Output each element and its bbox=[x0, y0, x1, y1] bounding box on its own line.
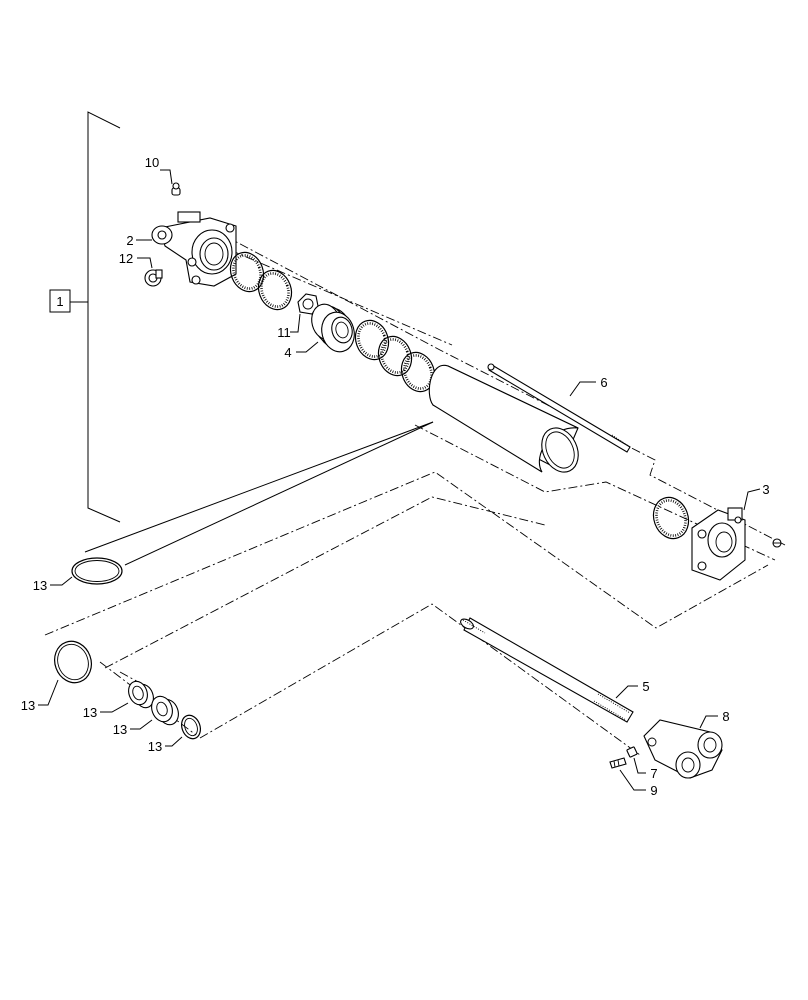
seal-ring-a[interactable] bbox=[225, 248, 269, 297]
leader-11 bbox=[290, 313, 301, 333]
leader-13d bbox=[130, 719, 153, 730]
callout-box-1[interactable]: 1 bbox=[49, 289, 71, 313]
small-screw-3[interactable] bbox=[772, 538, 782, 548]
label-13a: 13 bbox=[33, 578, 47, 593]
bushing-13-a[interactable] bbox=[125, 679, 156, 711]
seal-ring-b[interactable] bbox=[253, 266, 297, 315]
o-ring-13[interactable] bbox=[71, 557, 123, 585]
leader-13c bbox=[100, 702, 129, 713]
callout-label-1: 1 bbox=[56, 294, 63, 309]
leader-8 bbox=[699, 715, 718, 729]
assembly-bracket bbox=[70, 111, 121, 523]
leader-oring-down bbox=[124, 421, 434, 566]
label-7: 7 bbox=[650, 766, 657, 781]
leader-13e bbox=[165, 736, 183, 747]
cylinder-head-3[interactable] bbox=[691, 507, 746, 581]
bushing-13-b[interactable] bbox=[148, 693, 182, 727]
label-12: 12 bbox=[119, 251, 133, 266]
leader-13b bbox=[38, 679, 59, 706]
leader-3 bbox=[743, 488, 761, 511]
leader-oring-up bbox=[84, 421, 434, 553]
snap-ring-13[interactable] bbox=[49, 636, 97, 688]
cylinder-head-2[interactable] bbox=[151, 211, 237, 287]
leader-7 bbox=[633, 757, 646, 774]
leader-6 bbox=[569, 381, 596, 397]
piston-4[interactable] bbox=[308, 301, 359, 355]
wiper-ring-13[interactable] bbox=[178, 713, 203, 742]
label-13d: 13 bbox=[113, 722, 127, 737]
tie-rod-6[interactable] bbox=[487, 363, 631, 453]
seal-ring-c[interactable] bbox=[350, 316, 394, 365]
label-9: 9 bbox=[650, 783, 657, 798]
label-13c: 13 bbox=[83, 705, 97, 720]
label-6: 6 bbox=[600, 375, 607, 390]
seal-ring-e[interactable] bbox=[396, 348, 440, 397]
centerlines bbox=[44, 211, 786, 756]
label-10: 10 bbox=[145, 155, 159, 170]
leader-10 bbox=[160, 169, 173, 185]
label-2: 2 bbox=[126, 233, 133, 248]
piston-rod-5[interactable] bbox=[459, 617, 634, 723]
label-3: 3 bbox=[762, 482, 769, 497]
label-8: 8 bbox=[722, 709, 729, 724]
plug-12[interactable] bbox=[144, 269, 163, 287]
clevis-8[interactable] bbox=[643, 719, 723, 779]
leader-9 bbox=[619, 769, 646, 791]
label-13e: 13 bbox=[148, 739, 162, 754]
label-5: 5 bbox=[642, 679, 649, 694]
leader-4 bbox=[296, 341, 319, 353]
label-4: 4 bbox=[284, 345, 291, 360]
grease-fitting-10[interactable] bbox=[171, 182, 181, 196]
cylinder-barrel[interactable] bbox=[428, 364, 585, 478]
label-11: 11 bbox=[277, 325, 291, 340]
label-13b: 13 bbox=[21, 698, 35, 713]
seal-ring-f[interactable] bbox=[648, 492, 694, 543]
set-screw-9[interactable] bbox=[609, 757, 627, 769]
leader-5 bbox=[615, 685, 638, 699]
pin-7[interactable] bbox=[626, 746, 638, 758]
leader-12 bbox=[137, 257, 153, 269]
leader-13a bbox=[50, 576, 73, 586]
